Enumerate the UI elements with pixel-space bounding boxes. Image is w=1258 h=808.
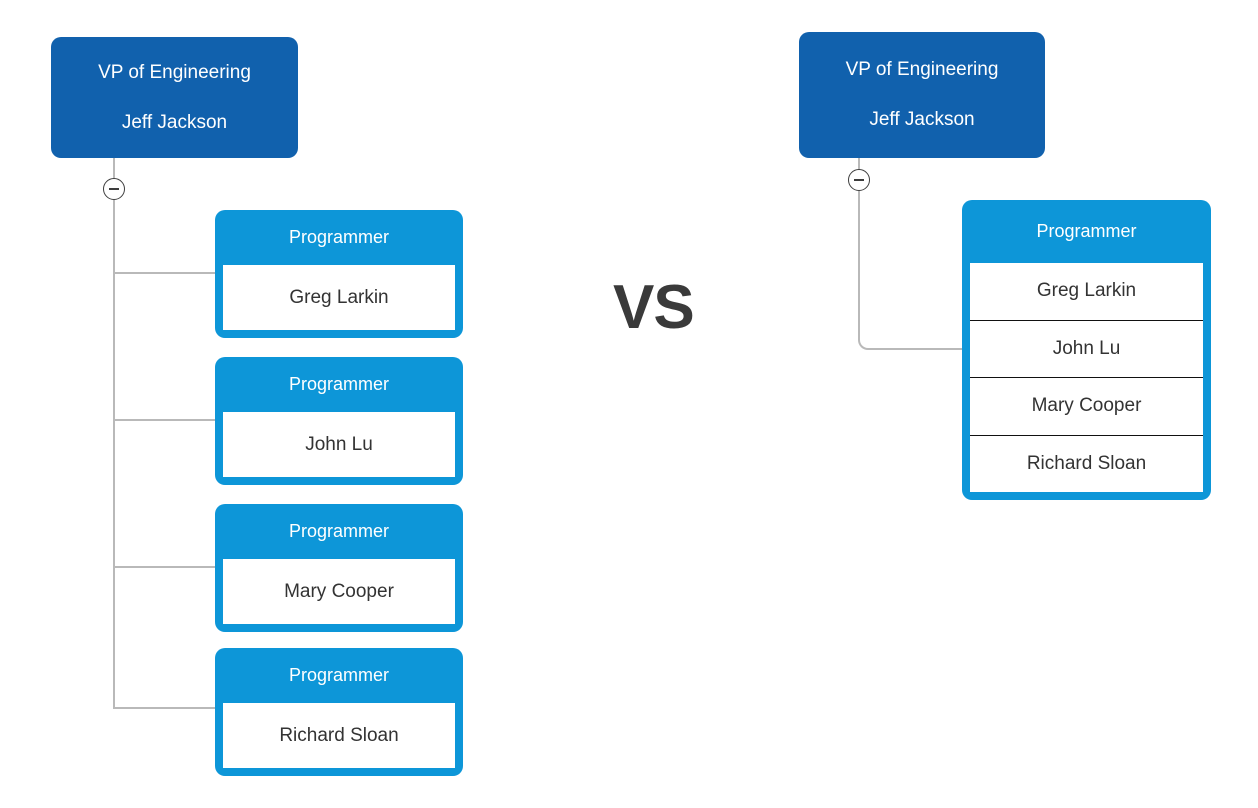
right-root-name: Jeff Jackson [869, 109, 975, 130]
left-child-2-title: Programmer [288, 374, 390, 394]
left-child-3-title: Programmer [288, 521, 390, 541]
left-branch-line-1 [113, 272, 217, 274]
versus-label: VS [613, 273, 695, 342]
left-child-card-2[interactable]: Programmer John Lu [215, 357, 463, 485]
right-group-title: Programmer [1036, 221, 1137, 241]
left-connector-trunk-upper [113, 158, 115, 178]
left-child-card-3[interactable]: Programmer Mary Cooper [215, 504, 463, 632]
left-child-4-title: Programmer [288, 665, 390, 685]
left-branch-line-2 [113, 419, 217, 421]
left-branch-line-4 [113, 707, 217, 709]
right-root-node[interactable]: VP of Engineering Jeff Jackson [799, 32, 1045, 158]
left-root-name: Jeff Jackson [121, 111, 228, 133]
right-connector-elbow [858, 191, 966, 350]
left-child-card-1[interactable]: Programmer Greg Larkin [215, 210, 463, 338]
right-group-row-1[interactable]: Greg Larkin [1036, 280, 1137, 302]
right-connector-trunk-upper [858, 158, 860, 169]
right-group-row-2[interactable]: John Lu [970, 319, 1203, 378]
left-root-node[interactable]: VP of Engineering Jeff Jackson [51, 37, 298, 158]
right-group-rows: Greg Larkin John Lu Mary Cooper Richard … [970, 263, 1203, 492]
minus-icon [109, 188, 119, 190]
left-child-card-4[interactable]: Programmer Richard Sloan [215, 648, 463, 776]
left-child-1-name: Greg Larkin [223, 265, 455, 330]
left-child-4-name: Richard Sloan [223, 703, 455, 768]
right-root-title: VP of Engineering [845, 59, 999, 80]
left-root-title: VP of Engineering [98, 61, 251, 83]
left-connector-trunk [113, 200, 115, 708]
right-collapse-toggle-minus-circle-icon[interactable] [848, 169, 870, 191]
right-group-row-3[interactable]: Mary Cooper [970, 377, 1203, 435]
left-child-3-name: Mary Cooper [223, 559, 455, 624]
right-group-row-4[interactable]: Richard Sloan [970, 434, 1203, 493]
left-child-1-title: Programmer [288, 227, 390, 247]
minus-icon [854, 179, 864, 181]
right-group-card[interactable]: Programmer Greg Larkin John Lu Mary Coop… [962, 200, 1211, 500]
left-branch-line-3 [113, 566, 217, 568]
left-collapse-toggle-minus-circle-icon[interactable] [103, 178, 125, 200]
left-child-2-name: John Lu [223, 412, 455, 477]
